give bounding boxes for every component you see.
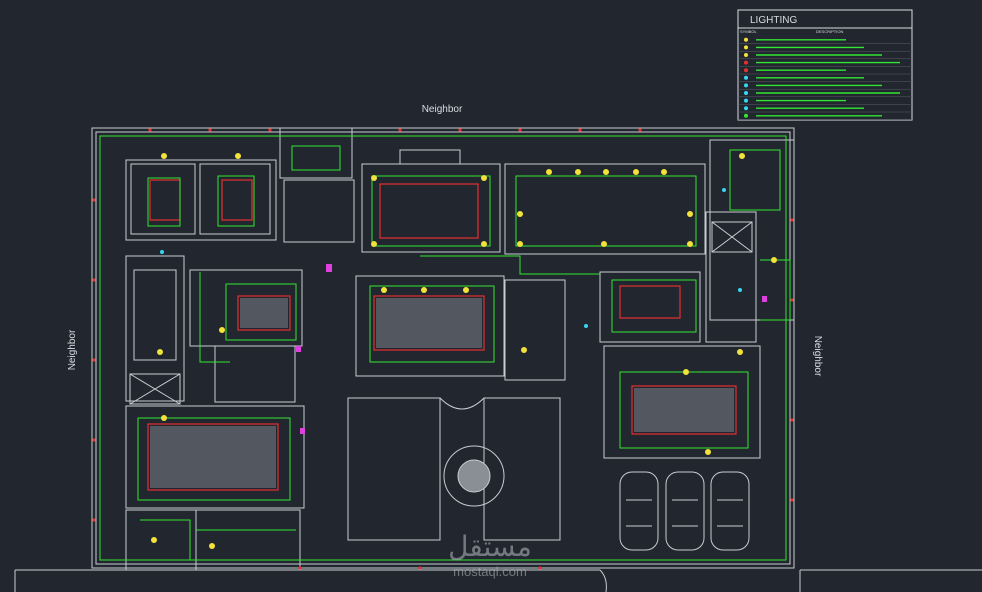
- interior-walls: [125, 127, 795, 571]
- legend-symbol: [744, 113, 748, 118]
- switch-markers: [92, 128, 794, 570]
- legend-symbol: [744, 91, 748, 95]
- lighting-circuits: [99, 135, 791, 561]
- watermark-arabic: مستقل: [448, 530, 532, 563]
- legend-symbol: [744, 68, 748, 73]
- light-fixtures: [151, 153, 777, 549]
- neighbor-label-top: Neighbor: [422, 104, 463, 115]
- legend-col-description: DESCRIPTION: [816, 29, 843, 34]
- courtyard: [347, 397, 561, 541]
- legend-symbol: [744, 75, 748, 80]
- legend-symbol: [744, 37, 748, 42]
- legend-symbol: [744, 45, 748, 50]
- circuit-tags: [160, 188, 767, 434]
- watermark: مستقل mostaql.com: [448, 530, 532, 579]
- legend-symbol: [744, 106, 748, 111]
- garage-cars: [619, 471, 750, 551]
- neighbor-label-right: Neighbor: [812, 336, 823, 377]
- legend-symbol: [744, 53, 748, 57]
- neighbor-label-left: Neighbor: [67, 329, 78, 370]
- legend-rows: [738, 37, 912, 120]
- legend-symbol: [744, 60, 748, 65]
- legend-symbol: [744, 98, 748, 103]
- ceiling-patterns: [150, 298, 734, 488]
- exterior-walls: [14, 127, 982, 592]
- watermark-latin: mostaql.com: [453, 564, 527, 579]
- legend-symbol: [744, 83, 748, 88]
- legend-title: LIGHTING: [750, 15, 797, 26]
- ceiling-outlines: [147, 179, 737, 491]
- lighting-legend: LIGHTING SYMBOL DESCRIPTION: [737, 9, 913, 121]
- legend-col-symbol: SYMBOL: [740, 29, 757, 34]
